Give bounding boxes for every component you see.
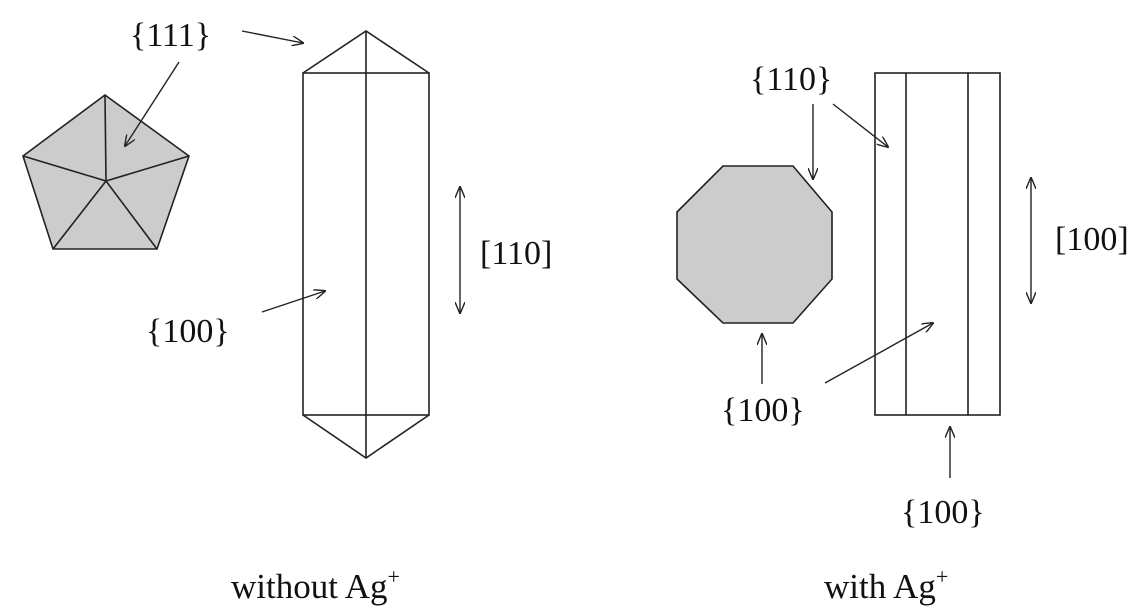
caption-with-ag-superscript: + — [936, 564, 948, 589]
arrow-100-to-rod — [261, 291, 325, 313]
pentagon-cross-section — [22, 94, 190, 250]
direction-label-100: [100] — [1055, 221, 1129, 258]
label-110: {110} — [750, 61, 832, 98]
caption-without-ag: without Ag+ — [231, 564, 400, 606]
label-111: {111} — [130, 17, 211, 54]
arrow-111-to-pentagon — [125, 61, 180, 146]
octagon-cross-section — [676, 165, 833, 324]
caption-without-ag-text: without Ag — [231, 567, 388, 606]
left-panel: {111} {100} [110] without Ag+ — [22, 17, 552, 606]
arrow-100-to-rod-face — [824, 323, 933, 384]
caption-with-ag-text: with Ag — [824, 567, 936, 606]
pentagonal-rod — [302, 30, 430, 459]
caption-without-ag-superscript: + — [388, 564, 400, 589]
label-100-left: {100} — [146, 313, 230, 350]
arrow-110-to-rod — [832, 103, 888, 147]
arrow-111-to-rod — [241, 30, 303, 43]
octagonal-rod — [874, 72, 1001, 416]
label-100-rod-bottom: {100} — [901, 494, 985, 531]
label-100-octagon: {100} — [721, 392, 805, 429]
right-panel: {110} [100] {100} {100} with Ag+ — [676, 61, 1129, 606]
caption-with-ag: with Ag+ — [824, 564, 948, 606]
direction-label-110: [110] — [480, 235, 552, 272]
